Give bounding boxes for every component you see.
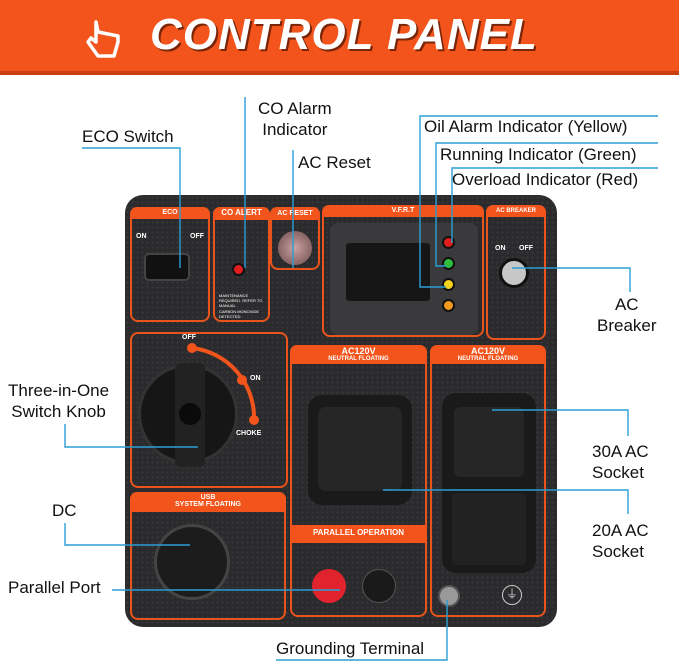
breaker-on-label: ON [495,245,506,252]
callout-ac-breaker-line2: Breaker [597,316,657,335]
callout-20a-line1: 20A AC [592,521,649,540]
usb-title: USB [200,494,216,501]
eco-on-label: ON [136,233,147,240]
control-panel: ECO ON OFF CO ALERT MAINTENANCE REQUIRED… [125,195,557,627]
ac-socket-20a[interactable] [442,393,536,573]
breaker-off-label: OFF [519,245,533,252]
knob-on-label: ON [250,375,261,382]
leader-overload [451,167,658,243]
usb-subtitle: SYSTEM FLOATING [175,501,241,509]
callout-ac-breaker: AC Breaker [597,294,657,336]
ac-socket-30a[interactable] [308,395,412,505]
ac-reset-button[interactable] [278,231,312,265]
callout-parallel-port: Parallel Port [8,578,101,597]
eco-title: ECO [130,207,210,219]
parallel-port-red[interactable] [312,569,346,603]
socket-left-subtitle: NEUTRAL FLOATING [328,356,389,363]
leader-dc [64,523,190,546]
callout-knob-line1: Three-in-One [8,381,110,400]
vfrt-led-4 [442,299,455,312]
parallel-port-black[interactable] [362,569,396,603]
vfrt-screen [346,243,430,301]
callout-dc: DC [52,501,77,520]
leader-30a [492,409,629,436]
callout-co-alarm-line1: CO Alarm [258,99,332,118]
vfrt-display-housing [330,223,478,335]
callout-30a-line2: Socket [592,463,644,482]
ac-reset-title: AC RESET [270,207,320,220]
callout-20a: 20A AC Socket [592,520,649,562]
callout-co-alarm-line2: Indicator [262,120,328,139]
page-title: CONTROL PANEL [150,10,538,59]
socket-right-subtitle: NEUTRAL FLOATING [457,356,519,363]
knob-arc [187,343,259,425]
co-detected-legend: CARBON MONOXIDE DETECTED [219,309,260,319]
ac-reset-section: AC RESET [270,207,320,270]
leader-grounding [276,600,448,661]
leader-running [435,142,658,267]
knob-off-label: OFF [182,334,196,341]
leader-oil [419,115,658,288]
ground-symbol-icon: ⏚ [502,585,522,605]
callout-ac-breaker-line1: AC [614,295,639,314]
callout-running: Running Indicator (Green) [440,145,637,164]
socket-right-title: AC120V [470,346,506,356]
eco-off-label: OFF [190,233,204,240]
callout-30a: 30A AC Socket [592,441,649,483]
ac-breaker-button[interactable] [499,258,529,288]
co-alarm-led [232,263,245,276]
knob-choke-label: CHOKE [236,430,262,437]
co-alert-section: CO ALERT MAINTENANCE REQUIRED. REFER TO … [213,207,270,322]
callout-20a-line2: Socket [592,542,644,561]
grounding-terminal[interactable] [438,585,460,607]
maintenance-legend: MAINTENANCE REQUIRED. REFER TO MANUAL [219,293,263,308]
callout-oil-alarm: Oil Alarm Indicator (Yellow) [424,117,628,136]
leader-eco [82,147,181,268]
callout-30a-line1: 30A AC [592,442,649,461]
header-banner: CONTROL PANEL [0,0,679,75]
callout-overload: Overload Indicator (Red) [452,170,639,189]
vfrt-section: V.F.R.T [322,205,484,337]
ac-breaker-title: AC BREAKER [486,205,546,217]
ac-breaker-section: AC BREAKER ON OFF [486,205,546,340]
vfrt-title: V.F.R.T [322,205,484,217]
leader-20a [383,489,629,514]
callout-knob-line2: Switch Knob [11,402,106,421]
co-alert-title: CO ALERT [213,207,270,220]
socket-left-title: AC120V [341,346,376,356]
dc-port[interactable] [154,524,230,600]
callout-grounding: Grounding Terminal [276,639,425,658]
callout-ac-reset: AC Reset [298,153,371,172]
hand-pointer-icon [86,20,120,58]
leader-breaker [512,267,631,292]
callout-eco-switch: ECO Switch [82,127,174,146]
eco-switch[interactable] [144,253,190,281]
parallel-title: PARALLEL OPERATION [290,525,427,543]
oil-alarm-led [442,278,455,291]
eco-section: ECO ON OFF [130,207,210,322]
running-led [442,257,455,270]
leader-knob [64,424,198,448]
